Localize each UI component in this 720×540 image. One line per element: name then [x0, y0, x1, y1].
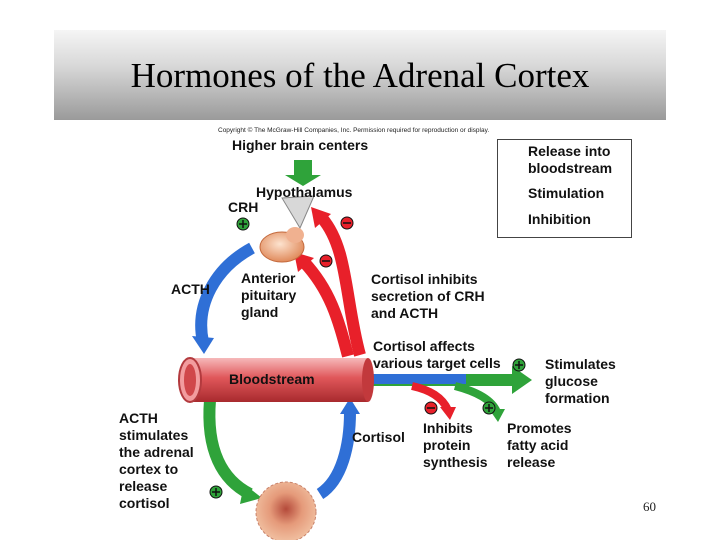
inhibition-marker — [424, 401, 438, 415]
stimulation-marker — [482, 401, 496, 415]
legend-item-inhibition: Inhibition — [528, 211, 591, 227]
cortisol-affects-label: Cortisol affects various target cells — [373, 338, 501, 371]
feedback-to-pituitary-arrow — [299, 257, 354, 358]
acth-label: ACTH — [171, 281, 210, 297]
hypothalamus-shape — [281, 195, 315, 230]
stimulation-marker — [512, 358, 526, 372]
adrenal-to-blood-arrow — [316, 411, 356, 500]
cortisol-label: Cortisol — [352, 429, 405, 445]
promotes-fatty-label: Promotes fatty acid release — [507, 420, 572, 470]
adrenal-gland — [255, 481, 317, 540]
stimulation-marker — [209, 485, 223, 499]
slide-title: Hormones of the Adrenal Cortex — [130, 56, 590, 95]
title-bar: Hormones of the Adrenal Cortex — [54, 30, 666, 120]
page-number: 60 — [643, 499, 656, 514]
brain-to-hypothalamus-arrow — [285, 160, 321, 186]
copyright-notice: Copyright © The McGraw-Hill Companies, I… — [218, 127, 490, 134]
crh-label: CRH — [228, 199, 259, 215]
acth-stimulates-label: ACTH stimulates the adrenal cortex to re… — [119, 410, 194, 511]
cortisol-inhibits-label: Cortisol inhibits secretion of CRH and A… — [371, 271, 485, 321]
legend-item-release: Release into bloodstream — [528, 143, 613, 176]
bloodstream-vessel — [178, 357, 374, 403]
bloodstream-label: Bloodstream — [229, 371, 315, 387]
stimulation-marker — [236, 217, 250, 231]
stimulates-glucose-label: Stimulates glucose formation — [545, 356, 616, 406]
legend-item-stimulation: Stimulation — [528, 185, 605, 201]
hypothalamus-label: Hypothalamus — [256, 184, 353, 200]
inhibition-marker — [340, 216, 354, 230]
legend — [497, 139, 632, 238]
higher-brain-centers-label: Higher brain centers — [232, 137, 369, 153]
pituitary-to-blood-arrow — [195, 242, 255, 344]
inhibition-marker — [319, 254, 333, 268]
inhibits-protein-label: Inhibits protein synthesis — [423, 420, 488, 470]
feedback-to-hypothalamus-arrow — [317, 214, 366, 357]
anterior-pituitary-label: Anterior pituitary gland — [241, 270, 297, 320]
acth-to-adrenal-arrow — [203, 399, 253, 500]
